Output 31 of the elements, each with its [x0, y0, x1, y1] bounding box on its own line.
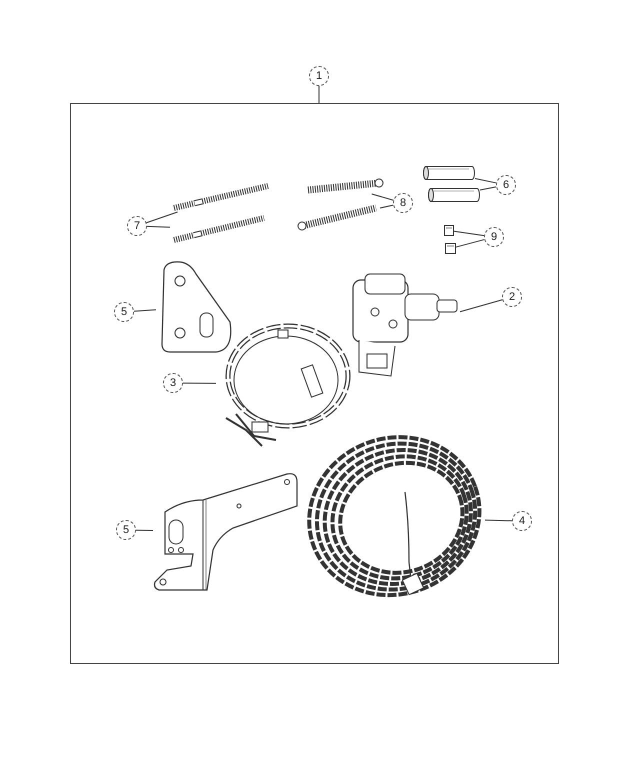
leader-line — [480, 186, 497, 190]
callout-number: 7 — [127, 216, 147, 236]
bolt-drawing — [298, 204, 380, 230]
spacer-drawing — [428, 188, 480, 202]
leader-line — [460, 299, 503, 312]
leader-line — [146, 226, 170, 228]
clip-drawing — [444, 225, 454, 236]
leader-line — [136, 530, 154, 532]
spacer-drawing — [423, 166, 475, 180]
leader-line — [371, 194, 394, 201]
leader-line — [456, 239, 485, 248]
leader-line — [318, 86, 320, 104]
leader-line — [380, 204, 394, 209]
leader-line — [133, 309, 156, 312]
leader-line — [182, 382, 216, 384]
callout-number: 8 — [393, 193, 413, 213]
callout-number: 5 — [116, 520, 136, 540]
clip-drawing — [445, 243, 456, 254]
leader-line — [146, 212, 178, 224]
callout-number: 1 — [309, 66, 329, 86]
callout-number: 4 — [512, 511, 532, 531]
kit-frame — [70, 103, 559, 664]
callout-number: 9 — [484, 227, 504, 247]
callout-number: 6 — [496, 175, 516, 195]
leader-line — [484, 520, 512, 522]
callout-number: 5 — [114, 302, 134, 322]
bolt-drawing — [305, 178, 383, 194]
callout-number: 3 — [163, 373, 183, 393]
leader-line — [454, 230, 485, 236]
callout-number: 2 — [502, 287, 522, 307]
leader-line — [474, 178, 497, 184]
